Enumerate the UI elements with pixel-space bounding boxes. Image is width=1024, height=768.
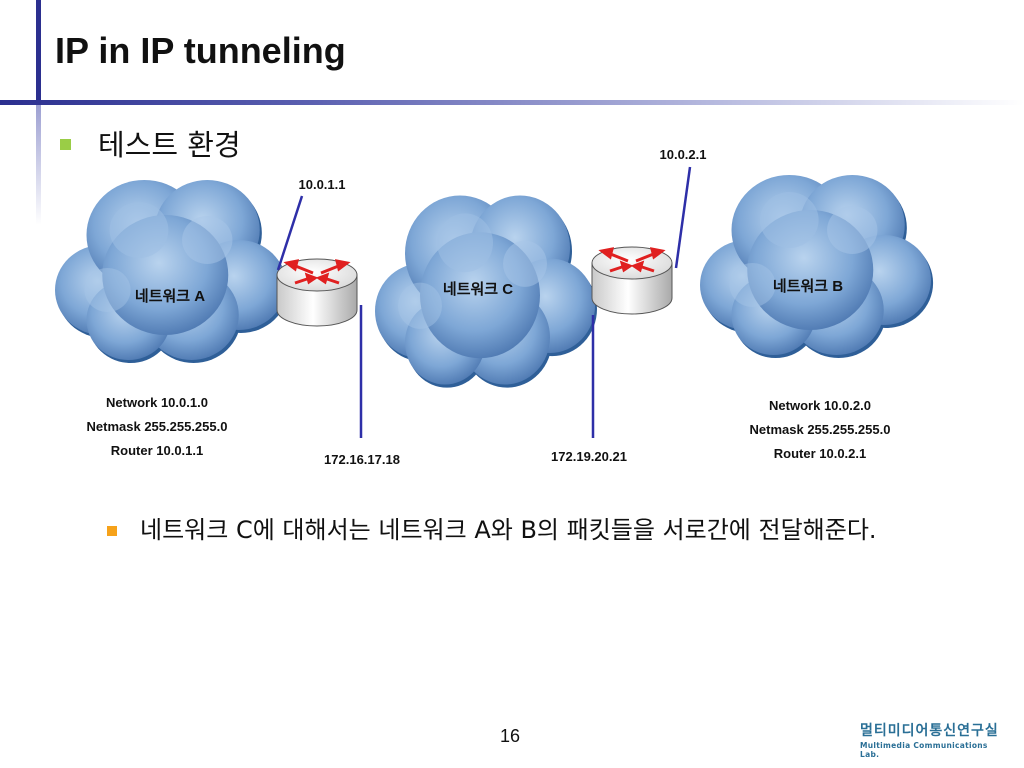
info-b-network: Network 10.0.2.0 bbox=[769, 398, 871, 413]
lab-logo: 멀티미디어통신연구실 Multimedia Communications Lab… bbox=[860, 720, 1000, 759]
info-b-router: Router 10.0.2.1 bbox=[774, 446, 867, 461]
bullet-sub-text: 네트워크 C에 대해서는 네트워크 A와 B의 패킷들을 서로간에 전달해준다. bbox=[140, 516, 877, 544]
accent-horizontal-bar bbox=[0, 100, 1024, 105]
cloud-network-a bbox=[55, 180, 289, 363]
label-network-a: 네트워크 A bbox=[135, 288, 205, 305]
slide-title: IP in IP tunneling bbox=[55, 30, 346, 71]
accent-vertical-bar bbox=[36, 0, 41, 102]
sub-bullet-square-icon bbox=[107, 526, 117, 536]
info-a-netmask: Netmask 255.255.255.0 bbox=[87, 419, 228, 434]
bullet-square-icon bbox=[60, 139, 71, 150]
router-2-icon bbox=[591, 246, 673, 315]
router-1-icon bbox=[276, 258, 358, 327]
address-label-10-0-2-1: 10.0.2.1 bbox=[660, 147, 707, 162]
pointer-line-10-0-1-1 bbox=[276, 195, 304, 271]
bullet-main-text: 테스트 환경 bbox=[98, 128, 241, 162]
label-network-c: 네트워크 C bbox=[443, 281, 513, 298]
address-label-172-19-20-21: 172.19.20.21 bbox=[551, 449, 627, 464]
info-b-netmask: Netmask 255.255.255.0 bbox=[750, 422, 891, 437]
cloud-network-b bbox=[700, 175, 934, 358]
logo-korean-text: 멀티미디어통신연구실 bbox=[860, 723, 999, 739]
info-a-router: Router 10.0.1.1 bbox=[111, 443, 204, 458]
address-label-10-0-1-1: 10.0.1.1 bbox=[299, 177, 346, 192]
cloud-network-c bbox=[375, 195, 597, 388]
pointer-line-10-0-2-1 bbox=[674, 166, 692, 269]
page-number: 16 bbox=[500, 726, 521, 746]
info-a-network: Network 10.0.1.0 bbox=[106, 395, 208, 410]
address-label-172-16-17-18: 172.16.17.18 bbox=[324, 452, 400, 467]
accent-vertical-fade bbox=[36, 105, 41, 225]
label-network-b: 네트워크 B bbox=[773, 278, 843, 295]
logo-english-text: Multimedia Communications Lab. bbox=[860, 741, 988, 759]
